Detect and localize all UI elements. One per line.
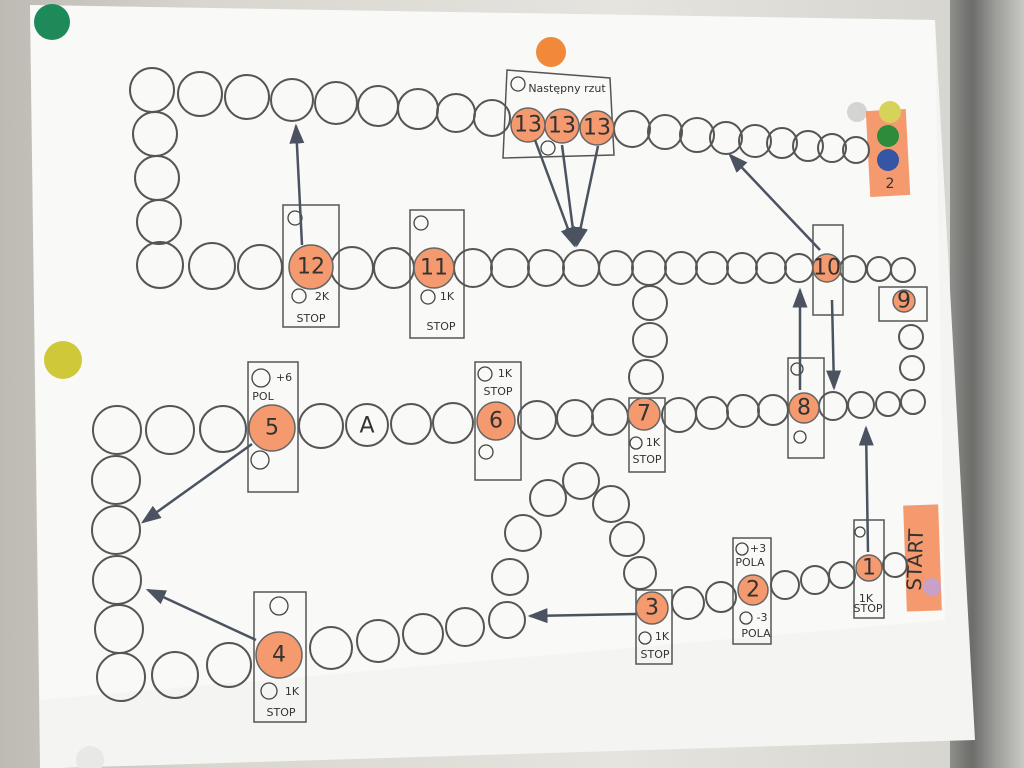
svg-text:-3: -3 — [757, 611, 768, 624]
svg-text:13: 13 — [583, 116, 611, 141]
svg-text:Następny rzut: Następny rzut — [528, 82, 606, 95]
svg-text:11: 11 — [420, 256, 448, 281]
svg-text:STOP: STOP — [633, 453, 662, 466]
svg-text:3: 3 — [645, 596, 659, 621]
svg-text:POLA: POLA — [741, 627, 771, 640]
special-box-3: 3 1K STOP — [635, 589, 673, 665]
special-box-10: 10 — [812, 224, 844, 316]
svg-text:2K: 2K — [315, 290, 330, 303]
svg-text:13: 13 — [514, 113, 542, 138]
special-box-12: 12 2K STOP — [282, 204, 340, 328]
svg-text:12: 12 — [297, 255, 325, 280]
svg-text:9: 9 — [897, 289, 911, 314]
svg-text:5: 5 — [265, 416, 279, 441]
special-box-2: +3 POLA 2 -3 POLA — [732, 537, 772, 645]
track-right-column — [898, 324, 926, 415]
svg-text:STOP: STOP — [641, 648, 670, 661]
pin-white — [76, 746, 104, 768]
token-pink — [923, 578, 941, 596]
track-left-top — [132, 111, 182, 245]
svg-text:+6: +6 — [276, 371, 292, 384]
special-box-7: 7 1K STOP — [627, 397, 666, 473]
token-green — [877, 125, 899, 147]
svg-text:1K: 1K — [498, 367, 513, 380]
token-blue — [877, 149, 899, 171]
track-mid-column — [628, 285, 668, 395]
track-bottom-row — [151, 552, 908, 699]
svg-text:13: 13 — [548, 114, 576, 139]
svg-text:POLA: POLA — [735, 556, 765, 569]
svg-text:STOP: STOP — [297, 312, 326, 325]
svg-text:8: 8 — [797, 396, 811, 421]
special-box-9: 9 — [878, 286, 928, 322]
track-arch — [491, 462, 657, 596]
svg-text:2: 2 — [886, 176, 895, 192]
move-arrows — [140, 123, 874, 642]
svg-text:1: 1 — [862, 556, 876, 581]
special-box-6: 1K STOP 6 — [474, 361, 522, 481]
pin-orange — [536, 37, 566, 67]
track-top-row — [129, 67, 870, 164]
pin-yellow — [44, 341, 82, 379]
special-box-4: 4 1K STOP — [253, 591, 307, 723]
svg-text:1K: 1K — [440, 290, 455, 303]
special-box-5: +6 POL 5 — [247, 361, 299, 493]
track-left-bottom — [91, 455, 146, 702]
special-box-8: 8 — [787, 357, 825, 459]
letter-space-a: A — [359, 414, 374, 439]
svg-text:1K: 1K — [859, 592, 874, 605]
svg-text:1K: 1K — [646, 436, 661, 449]
svg-text:2: 2 — [746, 578, 760, 603]
pin-grey — [847, 102, 867, 122]
svg-text:1K: 1K — [285, 685, 300, 698]
svg-text:STOP: STOP — [484, 385, 513, 398]
pin-green — [34, 4, 70, 40]
svg-text:7: 7 — [637, 402, 651, 427]
svg-text:10: 10 — [813, 256, 841, 281]
svg-text:4: 4 — [272, 643, 286, 668]
svg-text:STOP: STOP — [854, 602, 883, 615]
special-box-1: 1 1K STOP — [853, 519, 885, 619]
svg-text:+3: +3 — [750, 542, 766, 555]
svg-text:POL: POL — [252, 390, 274, 403]
special-box-13: Następny rzut 13 13 13 — [502, 69, 615, 159]
token-yellow — [879, 101, 901, 123]
svg-text:STOP: STOP — [427, 320, 456, 333]
special-box-11: 11 1K STOP — [409, 209, 465, 339]
svg-text:1K: 1K — [655, 630, 670, 643]
svg-text:6: 6 — [489, 409, 503, 434]
svg-text:STOP: STOP — [267, 706, 296, 719]
